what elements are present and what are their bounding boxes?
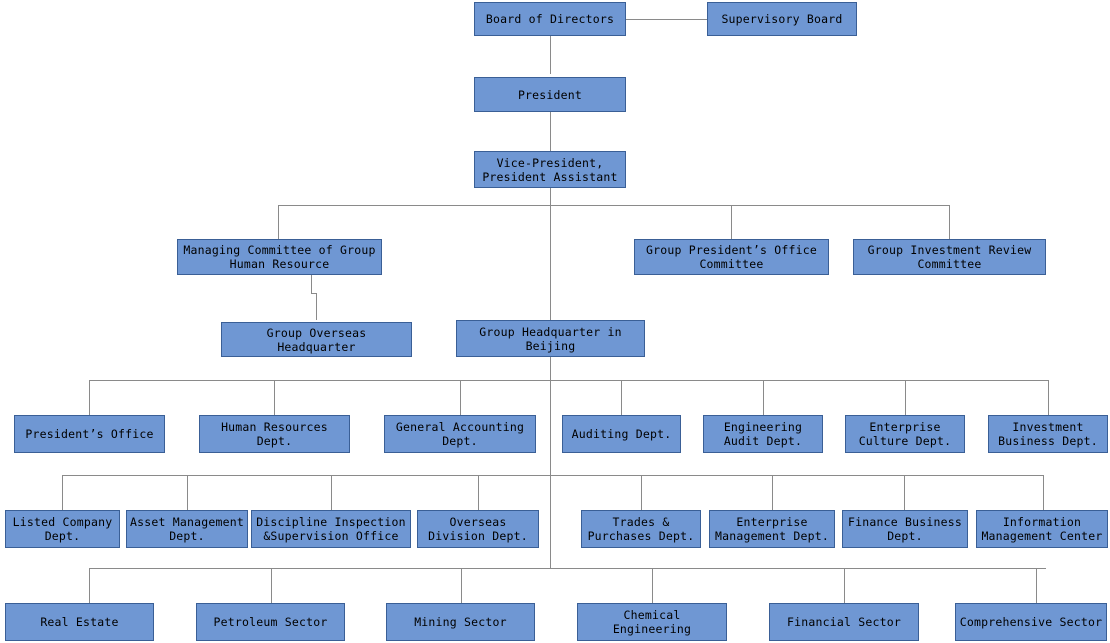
node-label: Managing Committee of Group Human Resour… [183, 243, 376, 271]
node-group-headquarter-beijing[interactable]: Group Headquarter in Beijing [456, 320, 645, 357]
node-information-management-center[interactable]: Information Management Center [976, 510, 1108, 548]
node-label: Vice-President, President Assistant [482, 155, 618, 184]
connector-dept2-finance [904, 475, 905, 510]
connector-dept1-accounting [460, 380, 461, 415]
connector-sector-financial [844, 568, 845, 603]
node-engineering-audit-dept[interactable]: Engineering Audit Dept. [703, 415, 823, 453]
node-label: Overseas Division Dept. [428, 515, 528, 543]
node-auditing-dept[interactable]: Auditing Dept. [562, 415, 681, 453]
node-finance-business-dept[interactable]: Finance Business Dept. [842, 510, 968, 548]
node-label: Auditing Dept. [571, 427, 672, 441]
node-asset-management-dept[interactable]: Asset Management Dept. [126, 510, 248, 548]
node-label: Financial Sector [787, 615, 901, 629]
connector-board-supervisory [626, 19, 707, 20]
connector-bus-investment-review [949, 205, 950, 239]
node-label: Supervisory Board [721, 12, 843, 26]
connector-sector-comprehensive [1036, 568, 1037, 603]
node-label: Chemical Engineering [612, 608, 692, 636]
connector-hq-down [550, 357, 551, 380]
node-general-accounting-dept[interactable]: General Accounting Dept. [384, 415, 536, 453]
node-petroleum-sector[interactable]: Petroleum Sector [196, 603, 345, 641]
node-president[interactable]: President [474, 77, 626, 112]
node-financial-sector[interactable]: Financial Sector [769, 603, 919, 641]
node-label: Board of Directors [485, 12, 615, 26]
connector-dept2-listed [62, 475, 63, 510]
connector-president-vp [550, 112, 551, 151]
node-chemical-engineering[interactable]: Chemical Engineering [577, 603, 727, 641]
connector-sector-bus [89, 568, 1046, 569]
connector-dept2-overseas-div [478, 475, 479, 510]
connector-dept1-engineering [763, 380, 764, 415]
connector-vp-spine [550, 205, 551, 320]
node-label: Group Investment Review Committee [867, 243, 1032, 271]
node-label: Asset Management Dept. [130, 515, 244, 543]
node-label: Comprehensive Sector [959, 615, 1103, 629]
node-label: Group Overseas Headquarter [266, 325, 367, 354]
node-label: Discipline Inspection &Supervision Offic… [256, 515, 406, 543]
connector-dept1-presidents-office [89, 380, 90, 415]
node-label: Investment Business Dept. [998, 420, 1098, 448]
node-listed-company-dept[interactable]: Listed Company Dept. [5, 510, 120, 548]
connector-bus-president-office [731, 205, 732, 239]
node-group-president-office-committee[interactable]: Group President’s Office Committee [634, 239, 829, 275]
node-label: Information Management Center [981, 515, 1103, 543]
connector-dept1-culture [905, 380, 906, 415]
node-enterprise-culture-dept[interactable]: Enterprise Culture Dept. [845, 415, 965, 453]
connector-dept1-bus [89, 380, 1049, 381]
connector-managing-hr-down [311, 275, 312, 293]
node-label: Enterprise Culture Dept. [858, 420, 952, 448]
node-label: Human Resources Dept. [221, 420, 328, 448]
node-label: Listed Company Dept. [12, 515, 113, 543]
connector-spine-dept2 [550, 380, 551, 475]
node-label: Real Estate [40, 615, 119, 629]
connector-dept2-info [1043, 475, 1044, 510]
node-supervisory-board[interactable]: Supervisory Board [707, 2, 857, 36]
node-label: Mining Sector [414, 615, 507, 629]
node-label: Enterprise Management Dept. [715, 515, 829, 543]
connector-bus-overseas-hq [316, 293, 317, 320]
connector-sector-mining [461, 568, 462, 603]
node-investment-business-dept[interactable]: Investment Business Dept. [988, 415, 1108, 453]
connector-dept2-trades [641, 475, 642, 510]
connector-dept2-discipline [331, 475, 332, 510]
connector-dept1-auditing [621, 380, 622, 415]
connector-bus-managing-hr [278, 205, 279, 239]
node-label: Finance Business Dept. [848, 515, 962, 543]
connector-dept1-investment [1048, 380, 1049, 415]
connector-dept2-asset [187, 475, 188, 510]
connector-dept2-bus [62, 475, 1043, 476]
node-label: General Accounting Dept. [395, 420, 525, 448]
node-mining-sector[interactable]: Mining Sector [386, 603, 535, 641]
connector-overseas-bus [311, 293, 316, 294]
node-label: Engineering Audit Dept. [723, 420, 803, 448]
connector-dept1-hr [274, 380, 275, 415]
node-comprehensive-sector[interactable]: Comprehensive Sector [955, 603, 1107, 641]
node-label: Trades & Purchases Dept. [587, 515, 695, 543]
node-label: President [517, 87, 583, 102]
node-overseas-division-dept[interactable]: Overseas Division Dept. [417, 510, 539, 548]
connector-spine-sector [550, 475, 551, 568]
node-label: Group President’s Office Committee [646, 243, 817, 271]
node-human-resources-dept[interactable]: Human Resources Dept. [199, 415, 350, 453]
node-group-investment-review-committee[interactable]: Group Investment Review Committee [853, 239, 1046, 275]
node-label: President’s Office [25, 427, 154, 441]
node-discipline-inspection-office[interactable]: Discipline Inspection &Supervision Offic… [251, 510, 411, 548]
node-trades-purchases-dept[interactable]: Trades & Purchases Dept. [581, 510, 701, 548]
node-board-of-directors[interactable]: Board of Directors [474, 2, 626, 36]
connector-committee-bus [278, 205, 950, 206]
node-label: Group Headquarter in Beijing [479, 324, 622, 353]
node-vice-president[interactable]: Vice-President, President Assistant [474, 151, 626, 188]
connector-dept2-enterprise-mgmt [772, 475, 773, 510]
connector-sector-real-estate [89, 568, 90, 603]
connector-sector-chemical [652, 568, 653, 603]
node-presidents-office[interactable]: President’s Office [14, 415, 165, 453]
node-enterprise-management-dept[interactable]: Enterprise Management Dept. [709, 510, 835, 548]
node-real-estate[interactable]: Real Estate [5, 603, 154, 641]
node-managing-committee-hr[interactable]: Managing Committee of Group Human Resour… [177, 239, 382, 275]
connector-sector-petroleum [271, 568, 272, 603]
node-group-overseas-headquarter[interactable]: Group Overseas Headquarter [221, 322, 412, 357]
connector-board-president [550, 36, 551, 74]
node-label: Petroleum Sector [213, 615, 328, 629]
connector-vp-bus [550, 188, 551, 205]
